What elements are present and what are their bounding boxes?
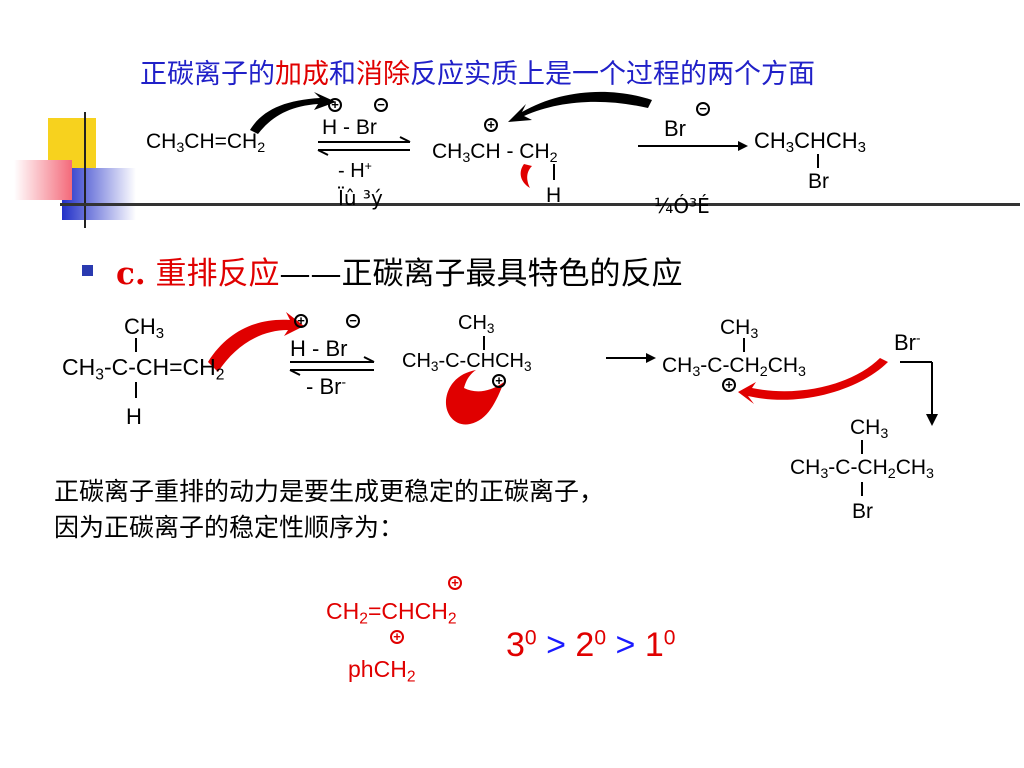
horizontal-rule bbox=[60, 203, 1020, 206]
order-secondary: 20 bbox=[575, 626, 607, 664]
r2-reactant-top: CH3 bbox=[124, 314, 165, 343]
red-hook bbox=[520, 164, 532, 188]
r1-reagent-forward: H - Br bbox=[322, 116, 377, 139]
plus-charge-icon: + bbox=[294, 314, 308, 328]
r2-cation1: CH3-C-CHCH3 bbox=[402, 350, 532, 374]
bullet-icon bbox=[82, 265, 93, 276]
plus-charge-icon: + bbox=[492, 374, 506, 388]
r2-product-top: CH3 bbox=[850, 416, 889, 442]
benzyl-cation: phCH2 bbox=[348, 656, 416, 686]
r2-reagent-forward: H - Br bbox=[290, 336, 348, 361]
section-heading: c. 重排反应——正碳离子最具特色的反应 bbox=[116, 248, 683, 293]
r2-cation1-top: CH3 bbox=[458, 312, 495, 336]
r2-reagent-reverse: - Br- bbox=[306, 374, 346, 399]
curved-arrow-right bbox=[508, 91, 652, 122]
r2-cation2-top: CH3 bbox=[720, 316, 759, 342]
plus-charge-icon: + bbox=[722, 378, 736, 392]
r1-nucleophile: Br bbox=[664, 116, 686, 141]
r1-reactant: CH3CH=CH2 bbox=[146, 130, 266, 156]
reaction1-arrows bbox=[250, 91, 819, 188]
r1-garbled-left: Ïû ³ý bbox=[338, 186, 383, 210]
r2-nucleophile: Br- bbox=[894, 330, 921, 355]
allyl-cation: CH2=CHCH2 bbox=[326, 598, 457, 628]
red-curved-arrow-bottom bbox=[738, 358, 888, 404]
r2-reactant: CH3-C-CH=CH2 bbox=[62, 354, 225, 384]
reaction2-arrows bbox=[135, 312, 938, 496]
slide-title: 正碳离子的加成和消除反应实质上是一个过程的两个方面 bbox=[140, 52, 815, 91]
red-blob bbox=[445, 370, 504, 425]
plus-charge-icon: + bbox=[390, 630, 404, 644]
curved-arrow-left bbox=[250, 92, 336, 134]
title-and: 和 bbox=[329, 59, 356, 89]
heading-label: c. bbox=[116, 256, 146, 292]
r1-intermediate: CH3CH - CH2 bbox=[432, 140, 558, 166]
minus-charge-icon: − bbox=[374, 98, 388, 112]
corner-decoration bbox=[14, 112, 136, 228]
heading-rest-text: ——正碳离子最具特色的反应 bbox=[279, 256, 683, 292]
r2-reactant-h: H bbox=[126, 404, 142, 429]
order-primary: 10 bbox=[644, 626, 676, 664]
blue-square bbox=[62, 168, 136, 220]
title-add-word: 加成 bbox=[275, 59, 329, 89]
r1-intermediate-h: H bbox=[546, 184, 562, 207]
r2-cation2: CH3-C-CH2CH3 bbox=[662, 354, 806, 380]
heading-red-text: 重排反应 bbox=[155, 256, 280, 292]
r1-product-br: Br bbox=[808, 170, 829, 193]
para-line-1: 正碳离子重排的动力是要生成更稳定的正碳离子， bbox=[54, 477, 605, 506]
title-text-1: 正碳离子的 bbox=[140, 59, 275, 89]
plus-charge-icon: + bbox=[328, 98, 342, 112]
title-text-2: 反应实质上是一个过程的两个方面 bbox=[410, 59, 815, 89]
stability-order: 30 > 20 > 10 bbox=[506, 626, 676, 665]
explanation-paragraph: 正碳离子重排的动力是要生成更稳定的正碳离子， 因为正碳离子的稳定性顺序为： bbox=[54, 474, 604, 546]
minus-charge-icon: − bbox=[346, 314, 360, 328]
gt-sign: > bbox=[546, 626, 566, 664]
plus-charge-icon: + bbox=[484, 118, 498, 132]
r1-product: CH3CHCH3 bbox=[754, 128, 866, 157]
r1-garbled-right: ¼Ó³É bbox=[654, 194, 710, 218]
yellow-square bbox=[48, 118, 96, 168]
gt-sign: > bbox=[615, 626, 636, 664]
r1-reagent-reverse: - H+ bbox=[338, 159, 372, 182]
r2-product-br: Br bbox=[852, 500, 873, 523]
plus-charge-icon: + bbox=[448, 576, 462, 590]
order-tertiary: 30 bbox=[506, 626, 537, 664]
red-curved-arrow-top bbox=[208, 312, 304, 372]
title-elim-word: 消除 bbox=[356, 59, 410, 89]
pink-square bbox=[14, 160, 72, 200]
minus-charge-icon: − bbox=[696, 102, 710, 116]
para-line-2: 因为正碳离子的稳定性顺序为： bbox=[54, 513, 405, 542]
r2-product: CH3-C-CH2CH3 bbox=[790, 456, 934, 482]
